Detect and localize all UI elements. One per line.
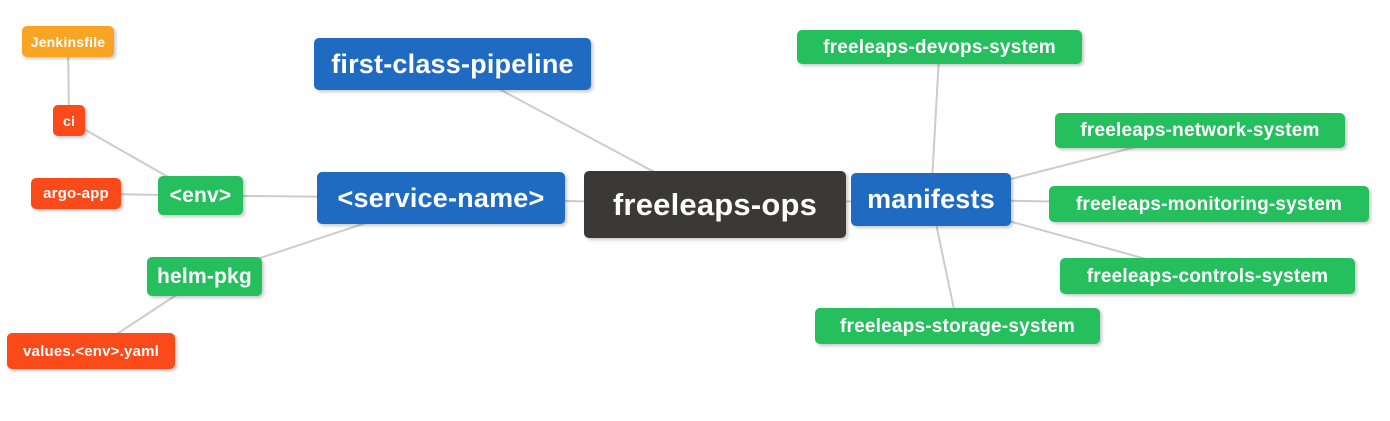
node-freeleaps-ops-root[interactable]: freeleaps-ops (584, 171, 846, 238)
node-helm-pkg[interactable]: helm-pkg (147, 257, 262, 296)
node-freeleaps-controls-system[interactable]: freeleaps-controls-system (1060, 258, 1355, 294)
node-freeleaps-devops-system[interactable]: freeleaps-devops-system (797, 30, 1082, 64)
node-values-env-yaml[interactable]: values.<env>.yaml (7, 333, 175, 369)
node-manifests[interactable]: manifests (851, 173, 1011, 226)
node-ci[interactable]: ci (53, 105, 85, 136)
node-freeleaps-network-system[interactable]: freeleaps-network-system (1055, 113, 1345, 148)
node-freeleaps-storage-system[interactable]: freeleaps-storage-system (815, 308, 1100, 344)
node-service-name[interactable]: <service-name> (317, 172, 565, 224)
node-jenkinsfile[interactable]: Jenkinsfile (22, 26, 114, 57)
node-freeleaps-monitoring-system[interactable]: freeleaps-monitoring-system (1049, 186, 1369, 222)
node-first-class-pipeline[interactable]: first-class-pipeline (314, 38, 591, 90)
node-argo-app[interactable]: argo-app (31, 178, 121, 209)
node-env[interactable]: <env> (158, 176, 243, 215)
